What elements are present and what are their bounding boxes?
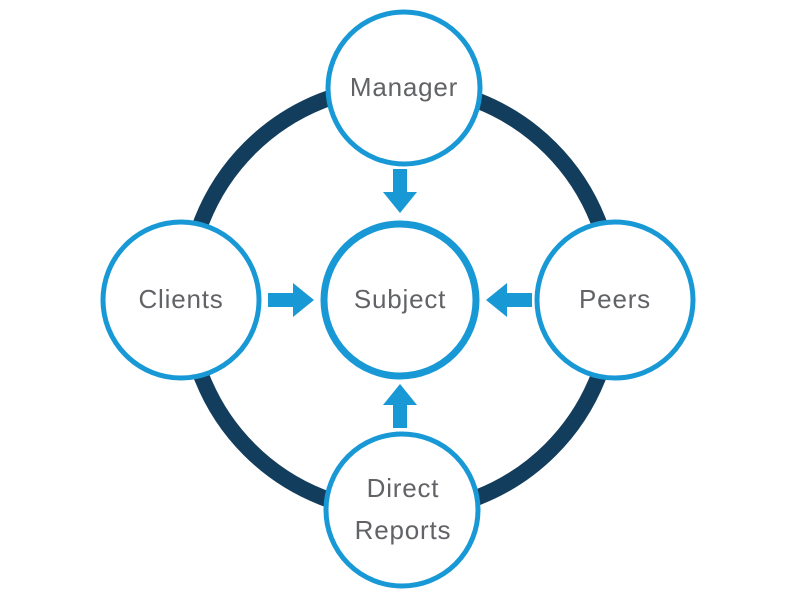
clients-node-circle — [100, 219, 262, 381]
manager-node-circle — [325, 9, 483, 167]
manager-label: Manager — [349, 72, 459, 103]
peers-node-circle — [534, 219, 696, 381]
direct-reports-node-circle — [323, 431, 481, 589]
clients-label: Clients — [138, 284, 224, 315]
arrow-down-icon — [383, 169, 417, 213]
subject-node-circle — [320, 220, 480, 380]
peers-label: Peers — [579, 284, 651, 315]
arrow-right-icon — [268, 283, 314, 317]
arrow-up-icon — [383, 384, 417, 428]
direct-reports-label: Direct Reports — [354, 473, 452, 545]
arrow-left-icon — [486, 283, 532, 317]
subject-label: Subject — [353, 284, 447, 315]
